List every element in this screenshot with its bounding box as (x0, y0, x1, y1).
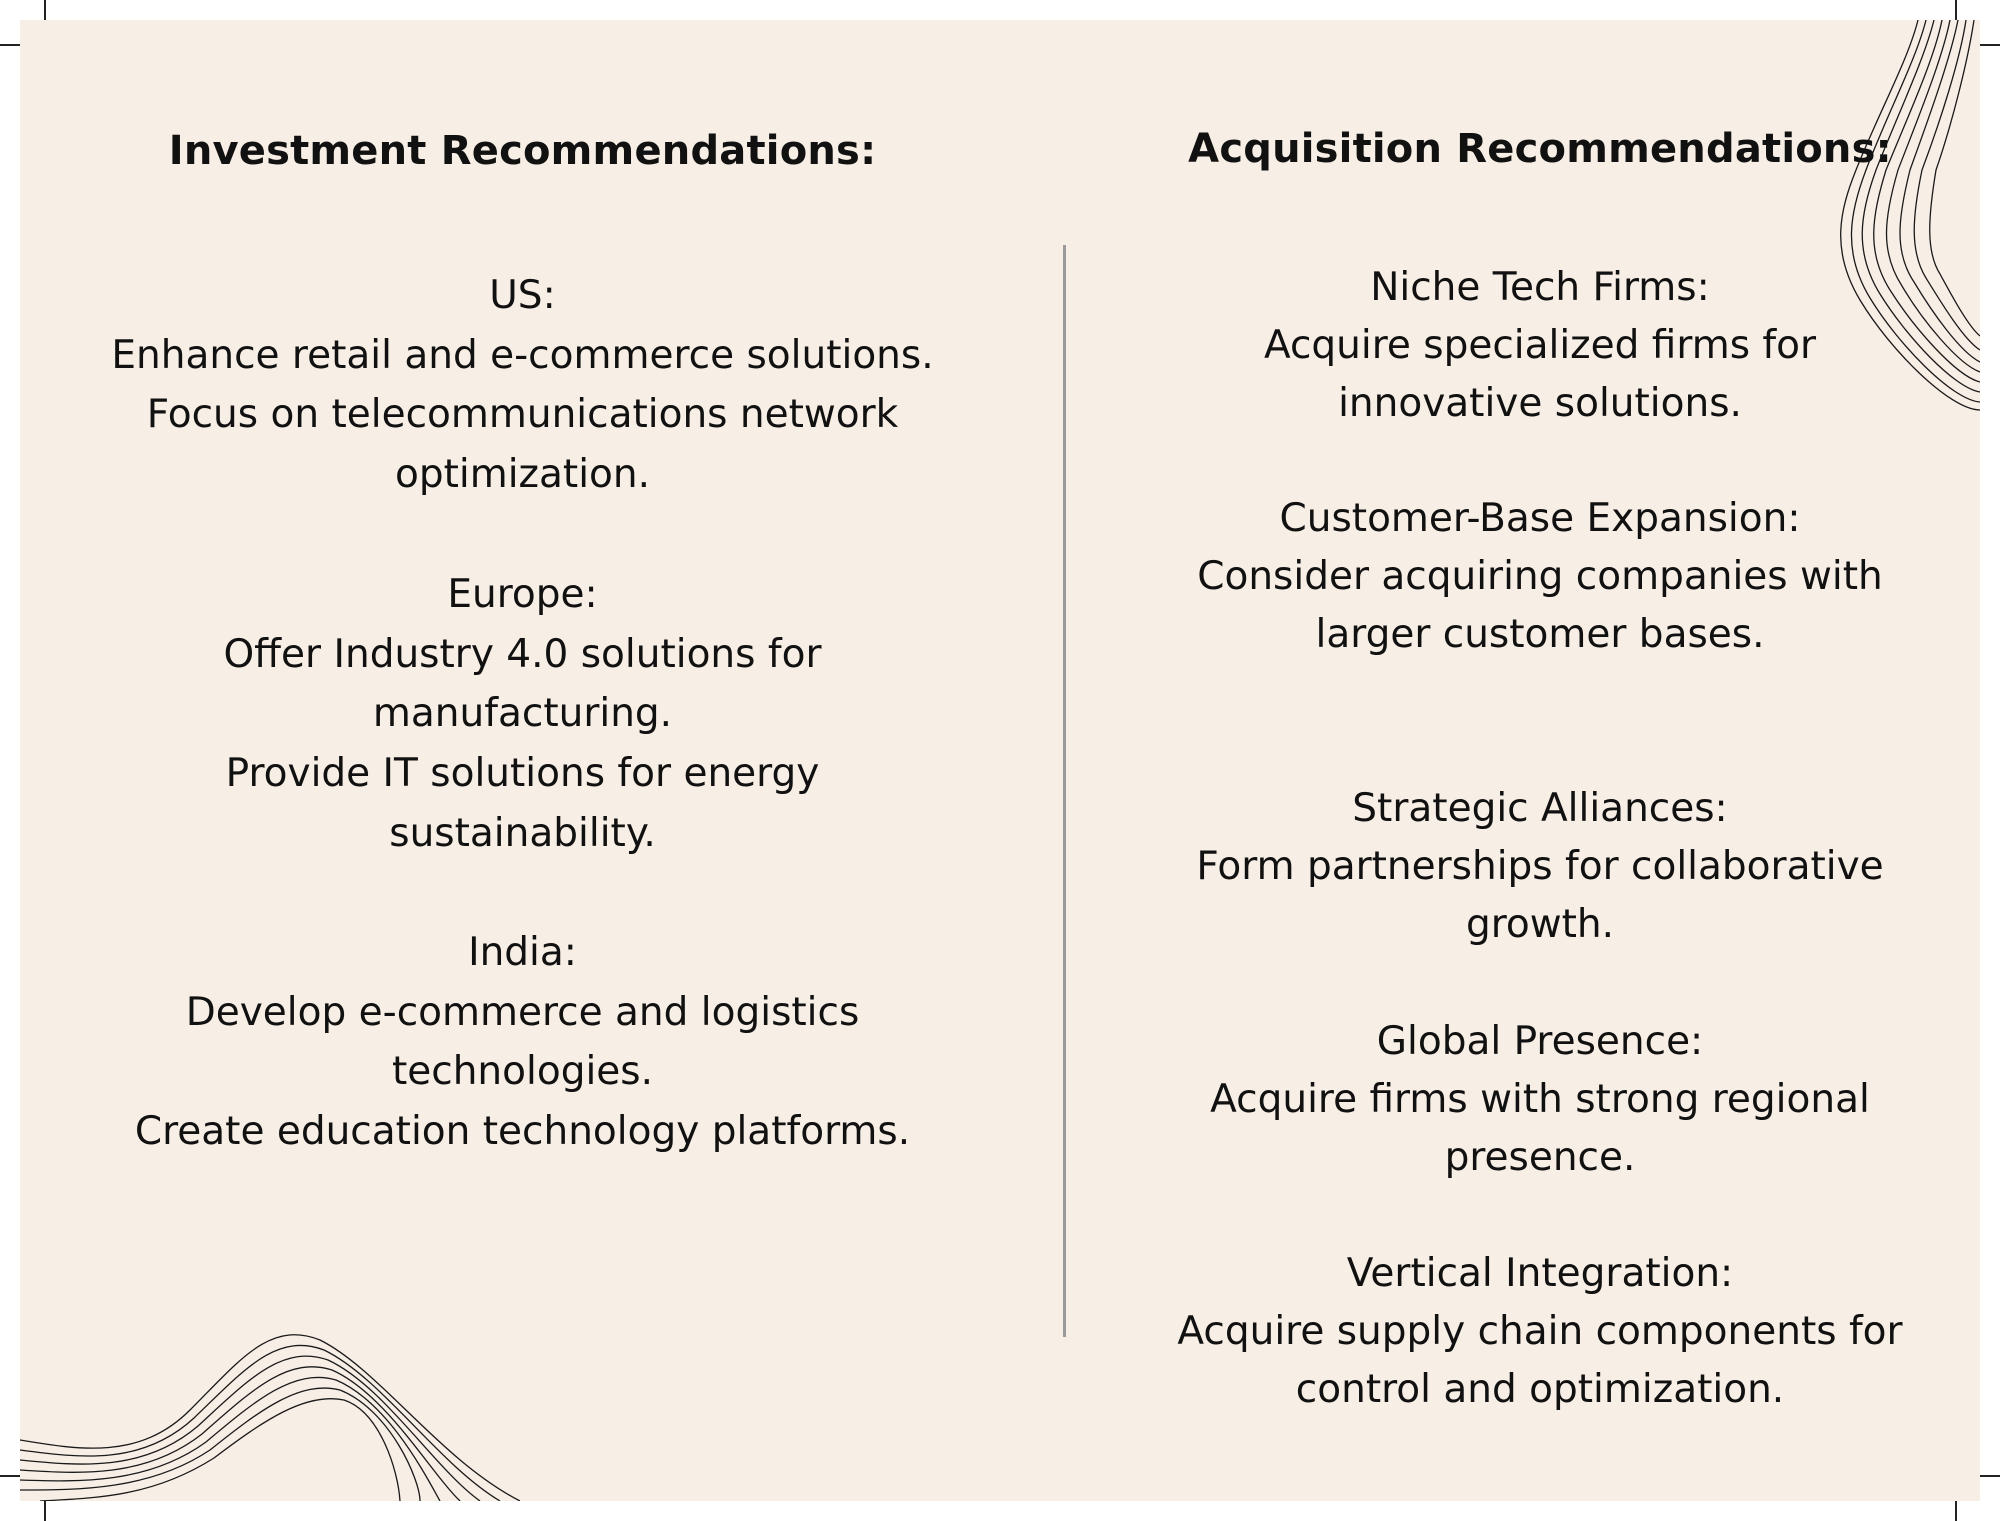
alliances-section: Strategic Alliances: Form partnerships f… (1140, 780, 1940, 953)
column-divider (1063, 245, 1066, 1337)
india-line: Develop e-commerce and logistics (185, 989, 860, 1035)
global-line: presence. (1444, 1134, 1636, 1180)
vertical-line: Acquire supply chain components for (1177, 1308, 1903, 1354)
us-line: Enhance retail and e-commerce solutions. (111, 332, 934, 378)
customer-base-label: Customer-Base Expansion: (1279, 496, 1801, 541)
europe-label: Europe: (447, 572, 598, 617)
alliances-line: growth. (1465, 901, 1615, 947)
niche-line: Acquire specialized firms for (1263, 322, 1817, 368)
niche-line: innovative solutions. (1338, 380, 1742, 426)
alliances-line: Form partnerships for collaborative (1196, 843, 1884, 889)
crop-mark (44, 1501, 46, 1521)
crop-mark (1980, 1475, 2000, 1477)
crop-mark (1980, 44, 2000, 46)
niche-label: Niche Tech Firms: (1370, 265, 1710, 310)
us-label: US: (489, 273, 556, 318)
wave-lines-bottom-left-icon (20, 1334, 520, 1501)
us-line: Focus on telecommunications network (146, 392, 899, 438)
crop-mark (0, 44, 20, 46)
crop-mark (0, 1475, 20, 1477)
us-section: US: Enhance retail and e-commerce soluti… (70, 266, 975, 505)
india-section: India: Develop e-commerce and logistics … (70, 923, 975, 1162)
crop-mark (1955, 1501, 1957, 1521)
europe-line: Provide IT solutions for energy (225, 751, 820, 797)
alliances-label: Strategic Alliances: (1352, 786, 1728, 831)
page-sheet: Investment Recommendations: US: Enhance … (20, 20, 1980, 1501)
india-label: India: (468, 930, 577, 975)
vertical-line: control and optimization. (1295, 1366, 1785, 1412)
global-line: Acquire firms with strong regional (1210, 1076, 1870, 1122)
europe-section: Europe: Offer Industry 4.0 solutions for… (70, 565, 975, 864)
global-section: Global Presence: Acquire firms with stro… (1140, 1013, 1940, 1186)
us-line: optimization. (394, 452, 651, 498)
global-label: Global Presence: (1376, 1019, 1704, 1064)
india-line: technologies. (391, 1049, 654, 1095)
acquisition-heading: Acquisition Recommendations: (1188, 126, 1892, 172)
vertical-section: Vertical Integration: Acquire supply cha… (1140, 1245, 1940, 1418)
india-line: Create education technology platforms. (134, 1109, 911, 1155)
crop-mark (1955, 0, 1957, 20)
wave-lines-top-right-icon (1840, 20, 1980, 411)
europe-line: manufacturing. (372, 691, 673, 737)
customer-base-line: Consider acquiring companies with (1197, 553, 1883, 599)
vertical-label: Vertical Integration: (1346, 1251, 1734, 1296)
europe-line: sustainability. (389, 810, 656, 856)
investment-heading: Investment Recommendations: (168, 128, 877, 174)
customer-base-line: larger customer bases. (1315, 611, 1765, 657)
crop-mark (44, 0, 46, 20)
europe-line: Offer Industry 4.0 solutions for (223, 631, 822, 677)
customer-base-section: Customer-Base Expansion: Consider acquir… (1140, 490, 1940, 663)
niche-section: Niche Tech Firms: Acquire specialized fi… (1140, 259, 1940, 432)
